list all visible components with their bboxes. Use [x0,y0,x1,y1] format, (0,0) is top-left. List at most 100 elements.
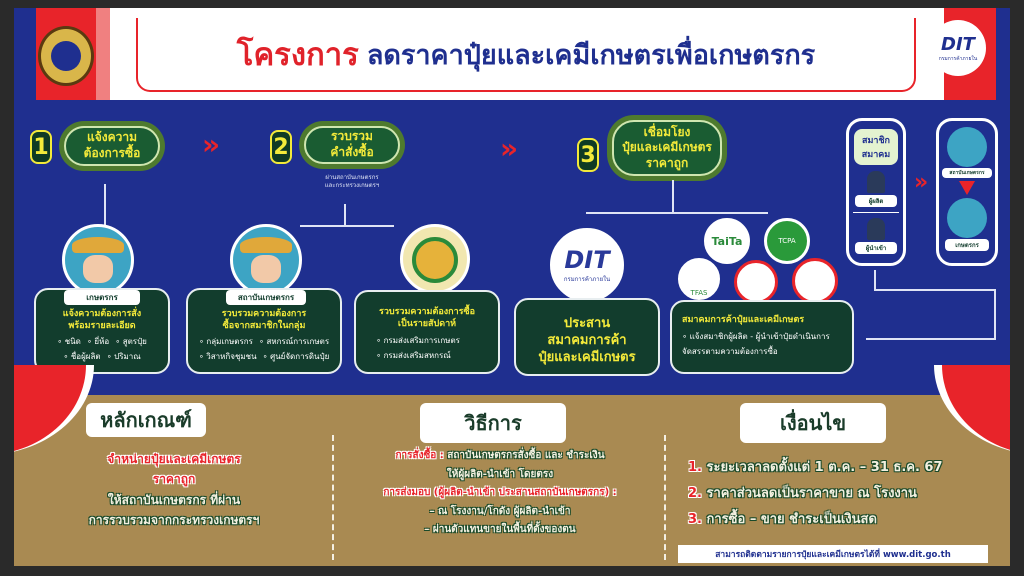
card-dit-line: สมาคมการค้า [547,332,627,348]
order-text: สถาบันเกษตรกรสั่งซื้อ และ ชำระเงิน [447,450,605,461]
dit-logo-sub: กรมการค้าภายใน [938,55,978,62]
producer-icon [867,171,885,193]
conditions-heading: เงื่อนไข [740,403,886,443]
dit-circle-logo-sub: กรมการค้าภายใน [563,276,611,283]
list-item: ∘ กรมส่งเสริมการเกษตร [376,336,460,346]
method-heading: วิธีการ [420,403,566,443]
step-1-line2: ต้องการซื้อ [83,146,141,160]
connector [866,338,996,340]
step-2-note: ผ่านสถาบันเกษตรกรและกระทรวงเกษตรฯ [304,174,400,191]
list-item: ∘ ยี่ห้อ [86,337,110,347]
recipients-panel: สถาบันเกษตรกร เกษตรกร [936,118,998,266]
association-logo-icon [792,258,838,304]
double-chevron-icon: » [500,132,518,165]
criteria-text: จำหน่ายปุ๋ยและเคมีเกษตร ราคาถูก ให้สถาบั… [34,449,314,531]
step-1-number: 1 [30,130,52,164]
association-logo-icon [734,260,778,304]
farmer-icon [947,198,987,238]
method-text: การสั่งซื้อ : สถาบันเกษตรกรสั่งซื้อ และ … [340,447,660,540]
step-2-number: 2 [270,130,292,164]
farmer-group-icon [230,224,302,296]
list-item: ∘ กลุ่มเกษตรกร [198,337,253,347]
farmer-group-icon [947,127,987,167]
connector [672,180,674,212]
connector [874,270,876,290]
importer-tag: ผู้นำเข้า [855,242,897,254]
list-item: ∘ กรมส่งเสริมสหกรณ์ [376,350,451,360]
institution-tag: สถาบันเกษตรกร [942,168,992,178]
divider [664,435,666,560]
title-blue: ลดราคาปุ๋ยและเคมีเกษตรเพื่อเกษตรกร [366,39,816,71]
card-association: สมาคมการค้าปุ๋ยและเคมีเกษตร ∘ แจ้งสมาชิก… [670,300,854,374]
connector [994,289,996,339]
card-heading: ซื้อจากสมาชิกในกลุ่ม [222,321,306,332]
corner-decoration [934,365,1010,455]
step-3-pill: เชื่อมโยงปุ๋ยและเคมีเกษตรราคาถูก [612,120,722,176]
step-3-line3: ราคาถูก [645,155,689,170]
infographic: โครงการ ลดราคาปุ๋ยและเคมีเกษตรเพื่อเกษตร… [14,8,1010,566]
page-title: โครงการ ลดราคาปุ๋ยและเคมีเกษตรเพื่อเกษตร… [136,18,916,92]
card-heading: รวบรวมความต้องการ [221,309,307,319]
step-2-note1: ผ่านสถาบันเกษตรกร [325,174,379,181]
criteria-red: จำหน่ายปุ๋ยและเคมีเกษตร [107,452,241,466]
institution-tag: สถาบันเกษตรกร [226,290,306,305]
connector [300,225,394,227]
tfas-logo: TFAS [678,258,720,300]
list-item: ∘ แจ้งสมาชิกผู้ผลิต - ผู้นำเข้าปุ๋ยดำเนิ… [682,332,830,342]
title-red: โครงการ [236,37,359,73]
condition-item: 2. ราคาส่วนลดเป็นราคาขาย ณ โรงงาน [688,486,917,501]
criteria-line: การรวบรวมจากกระทรวงเกษตรฯ [88,513,260,528]
condition-item: 3. การซื้อ – ขาย ชำระเป็นเงินสด [688,512,877,527]
website-footer[interactable]: สามารถติดตามรายการปุ๋ยและเคมีเกษตรได้ที่… [678,545,988,563]
list-item: จัดสรรตามความต้องการซื้อ [682,347,778,357]
criteria-heading: หลักเกณฑ์ [86,403,206,437]
dit-logo: DIT กรมการค้าภายใน [930,20,986,76]
conditions-list: 1. ระยะเวลาลดตั้งแต่ 1 ต.ค. – 31 ธ.ค. 67… [688,455,943,533]
step-3-number: 3 [577,138,599,172]
tcpa-logo: TCPA [764,218,810,264]
list-item: ∘ ชื่อผู้ผลิต [63,352,101,362]
double-chevron-icon: » [914,170,929,195]
arrow-down-icon [959,181,975,195]
header-pink-left [96,8,110,100]
dit-circle-logo-text: DIT [564,246,610,274]
dit-logo-text: DIT [941,33,975,55]
card-dit: ประสาน สมาคมการค้า ปุ๋ยและเคมีเกษตร [514,298,660,376]
step-2-line2: คำสั่งซื้อ [330,145,374,159]
delivery-item: – ณ โรงงาน/โกดัง ผู้ผลิต-นำเข้า [429,505,571,517]
list-item: ∘ ศูนย์จัดการดินปุ๋ย [262,352,330,362]
list-item: ∘ วิสาหกิจชุมชน [198,352,257,362]
step-2-pill: รวบรวมคำสั่งซื้อ [304,126,400,164]
criteria-red: ราคาถูก [152,472,196,487]
delivery-item: – ผ่านตัวแทนขายในพื้นที่ตั้งของตน [424,524,576,535]
connector [344,204,346,226]
condition-item: 1. ระยะเวลาลดตั้งแต่ 1 ต.ค. – 31 ธ.ค. 67 [688,460,943,475]
taita-logo: TaiTa [704,218,750,264]
list-item: ∘ สูตรปุ๋ย [115,337,147,347]
card-heading: แจ้งความต้องการสั่ง [62,309,142,319]
dit-circle-logo: DIT กรมการค้าภายใน [550,228,624,302]
bottom-section: หลักเกณฑ์ วิธีการ เงื่อนไข จำหน่ายปุ๋ยแล… [14,365,1010,566]
farmer-tag: เกษตรกร [945,239,989,251]
members-title: สมาชิกสมาคม [854,129,898,165]
list-item: ∘ สหกรณ์การเกษตร [258,337,330,347]
importer-icon [867,218,885,240]
order-text: ให้ผู้ผลิต-นำเข้า โดยตรง [446,468,554,480]
card-heading: รวบรวมความต้องการซื้อ [379,307,475,317]
connector [586,212,768,214]
ministry-seal-icon [38,26,94,86]
card-ministry: รวบรวมความต้องการซื้อ เป็นรายสัปดาห์ ∘ ก… [354,290,500,374]
card-heading: พร้อมรายละเอียด [68,321,136,332]
step-1-line1: แจ้งความ [86,130,138,145]
order-label: การสั่งซื้อ : [395,450,444,461]
corner-decoration [14,365,94,455]
step-2-line1: รวบรวม [331,129,373,144]
list-item: ∘ ชนิด [57,337,81,347]
delivery-label: การส่งมอบ (ผู้ผลิต-นำเข้า ประสานสถาบันเก… [383,487,617,498]
list-item: ∘ ปริมาณ [106,352,141,362]
producer-tag: ผู้ผลิต [855,195,897,207]
card-heading: เป็นรายสัปดาห์ [397,319,457,330]
step-2-note2: และกระทรวงเกษตรฯ [324,182,380,190]
farmer-icon [62,224,134,296]
step-3-line1: เชื่อมโยง [643,124,691,139]
